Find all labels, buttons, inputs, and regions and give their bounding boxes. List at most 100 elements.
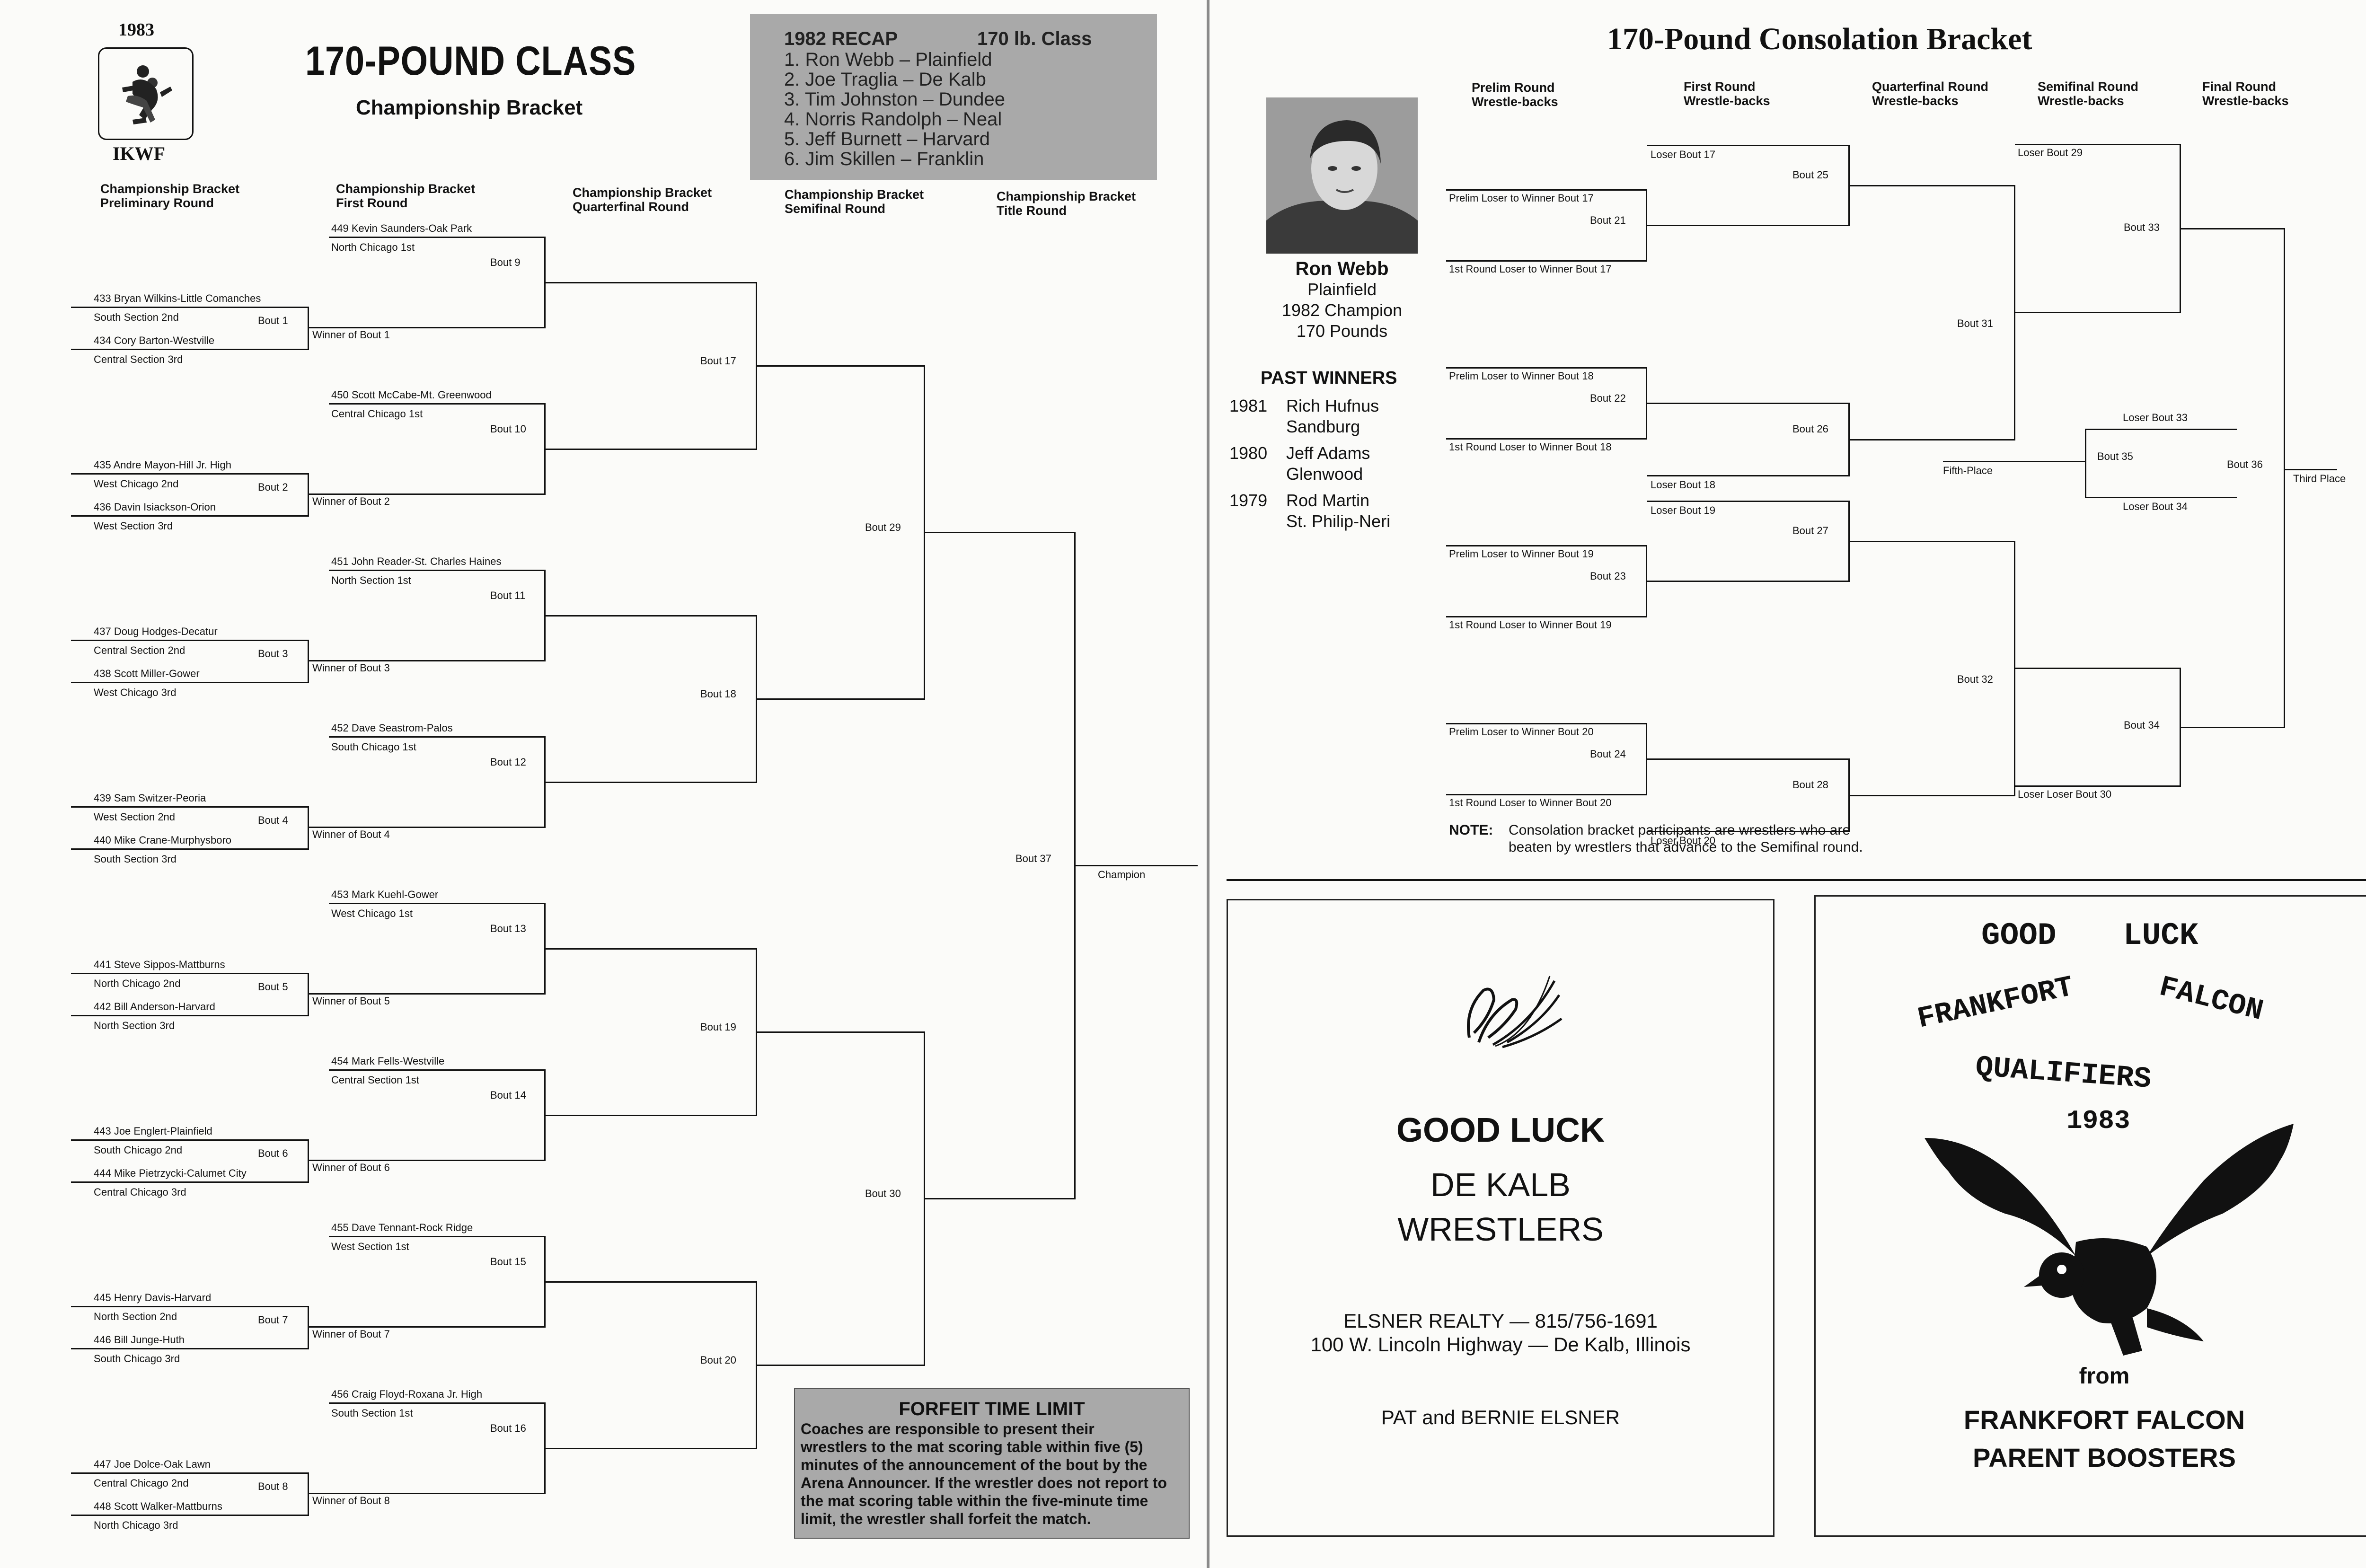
cons-loser-line (1647, 501, 1850, 502)
winner-line (308, 660, 546, 661)
cons-loser30-label: Loser Loser Bout 30 (2018, 788, 2112, 800)
seed-line (329, 903, 546, 904)
first-round-bout-label: Bout 12 (490, 756, 526, 768)
prelim-bottom-line (71, 1181, 309, 1183)
seed-section: West Chicago 1st (331, 907, 413, 919)
final-line (924, 1198, 1076, 1199)
winner-label: Winner of Bout 3 (312, 662, 390, 674)
prelim-connector (308, 1306, 309, 1349)
qf-line (544, 948, 757, 950)
cons-prelim-bout: Bout 21 (1590, 214, 1626, 226)
seed-wrestler: 449 Kevin Saunders-Oak Park (331, 222, 472, 234)
cons-fr-bout: Bout 28 (1792, 778, 1828, 791)
cons-fr-bout: Bout 27 (1792, 524, 1828, 537)
seed-wrestler: 451 John Reader-St. Charles Haines (331, 555, 502, 567)
champion-photo (1266, 97, 1418, 254)
prelim-top-section: South Chicago 2nd (94, 1144, 183, 1156)
prelim-bottom-line (71, 349, 309, 350)
cons-loser33-label: Loser Bout 33 (2123, 412, 2188, 423)
wrestlers-icon (122, 65, 172, 124)
past-winner-year: 1979 (1229, 491, 1268, 510)
note-label: NOTE: (1449, 822, 1493, 838)
past-winner-name: Rich Hufnus (1286, 396, 1379, 415)
prelim-bottom-wrestler: 444 Mike Pietrzycki-Calumet City (94, 1167, 247, 1179)
first-round-bout-label: Bout 16 (490, 1422, 526, 1434)
seed-section: West Section 1st (331, 1241, 409, 1252)
note-line-1: Consolation bracket participants are wre… (1509, 822, 1851, 838)
cons-qf-line (1848, 439, 2015, 440)
prelim-top-line (71, 1472, 309, 1474)
ad-dekalb: DE KALB (1430, 1166, 1571, 1203)
seed-line (329, 1402, 546, 1404)
fifth-place-line (1943, 461, 2086, 462)
past-winner-year: 1980 (1229, 443, 1268, 463)
cons-prelim-label: Prelim Loser to Winner Bout 20 (1449, 726, 1594, 738)
cons-loser-label: Loser Bout 20 (1651, 835, 1715, 846)
ad-good: GOOD (1981, 918, 2057, 953)
champion-line-2: 170 Pounds (1296, 321, 1388, 341)
qf-line (544, 1281, 757, 1283)
prelim-top-line (71, 973, 309, 974)
champion-line (1074, 864, 1198, 866)
fifth-place-label: Fifth-Place (1943, 465, 1993, 476)
prelim-connector (308, 640, 309, 683)
seed-wrestler: 455 Dave Tennant-Rock Ridge (331, 1222, 473, 1233)
cons-loser29-label: Loser Bout 29 (2018, 147, 2083, 159)
winner-line (308, 1493, 546, 1494)
third-place-line (2284, 468, 2337, 470)
qf-line (544, 781, 757, 783)
prelim-top-line (71, 806, 309, 808)
ad-falcon: FALCON (2156, 970, 2267, 1029)
recap-line-4: 4. Norris Randolph – Neal (784, 109, 1002, 130)
prelim-bottom-wrestler: 440 Mike Crane-Murphysboro (94, 834, 232, 846)
ad-realty-line-2: 100 W. Lincoln Highway — De Kalb, Illino… (1310, 1333, 1691, 1356)
cons-sf-line (2014, 668, 2181, 669)
first-round-bout-label: Bout 14 (490, 1089, 526, 1101)
cons-fr-line (1646, 581, 1850, 582)
cons-loser-line (1647, 831, 1850, 832)
bout-36-label: Bout 36 (2227, 458, 2263, 470)
past-winner-school: St. Philip-Neri (1286, 511, 1391, 531)
page-subtitle: Championship Bracket (356, 96, 583, 119)
ad-qualifiers: QUALIFIERS (1974, 1050, 2153, 1096)
cons-prelim-label: Prelim Loser to Winner Bout 18 (1449, 370, 1594, 382)
prelim-top-wrestler: 445 Henry Davis-Harvard (94, 1292, 212, 1304)
prelim-bottom-section: South Chicago 3rd (94, 1353, 180, 1365)
cons-final-line (2180, 228, 2285, 229)
prelim-connector (308, 806, 309, 850)
page-gutter (1207, 0, 1209, 1568)
bout35-connector (2085, 429, 2086, 498)
wheat-logo-icon (1467, 976, 1563, 1048)
cons-prelim-line (1446, 189, 1647, 191)
prelim-bottom-line (71, 1348, 309, 1349)
qf-line (544, 282, 757, 283)
cons-fr-bout: Bout 25 (1792, 168, 1828, 181)
prelim-bottom-line (71, 1515, 309, 1516)
past-winner-school: Glenwood (1286, 464, 1363, 484)
sf-bout-label: Bout 30 (865, 1187, 901, 1199)
championship-bracket-page: 1983 IKWF 170-POUND CLASS Championship B… (0, 0, 1207, 1568)
falcon-icon (1925, 1124, 2294, 1356)
prelim-bottom-wrestler: 438 Scott Miller-Gower (94, 668, 200, 679)
forfeit-title: FORFEIT TIME LIMIT (899, 1399, 1085, 1419)
winner-line (308, 1326, 546, 1328)
prelim-bottom-section: West Section 3rd (94, 520, 173, 532)
ad-luck: LUCK (2123, 918, 2198, 953)
seed-section: South Section 1st (331, 1407, 413, 1419)
cons-fr-line (1646, 403, 1850, 404)
prelim-top-section: West Chicago 2nd (94, 478, 179, 490)
past-winner-name: Jeff Adams (1286, 443, 1370, 463)
prelim-bottom-wrestler: 436 Davin Isiackson-Orion (94, 501, 216, 513)
winner-label: Winner of Bout 7 (312, 1328, 390, 1340)
seed-wrestler: 452 Dave Seastrom-Palos (331, 722, 453, 734)
winner-label: Winner of Bout 5 (312, 995, 390, 1007)
champion-line-1: 1982 Champion (1281, 300, 1403, 320)
past-winner-school: Sandburg (1286, 417, 1360, 436)
cons-final-line (2180, 726, 2285, 728)
first-round-bout-label: Bout 11 (490, 589, 526, 601)
